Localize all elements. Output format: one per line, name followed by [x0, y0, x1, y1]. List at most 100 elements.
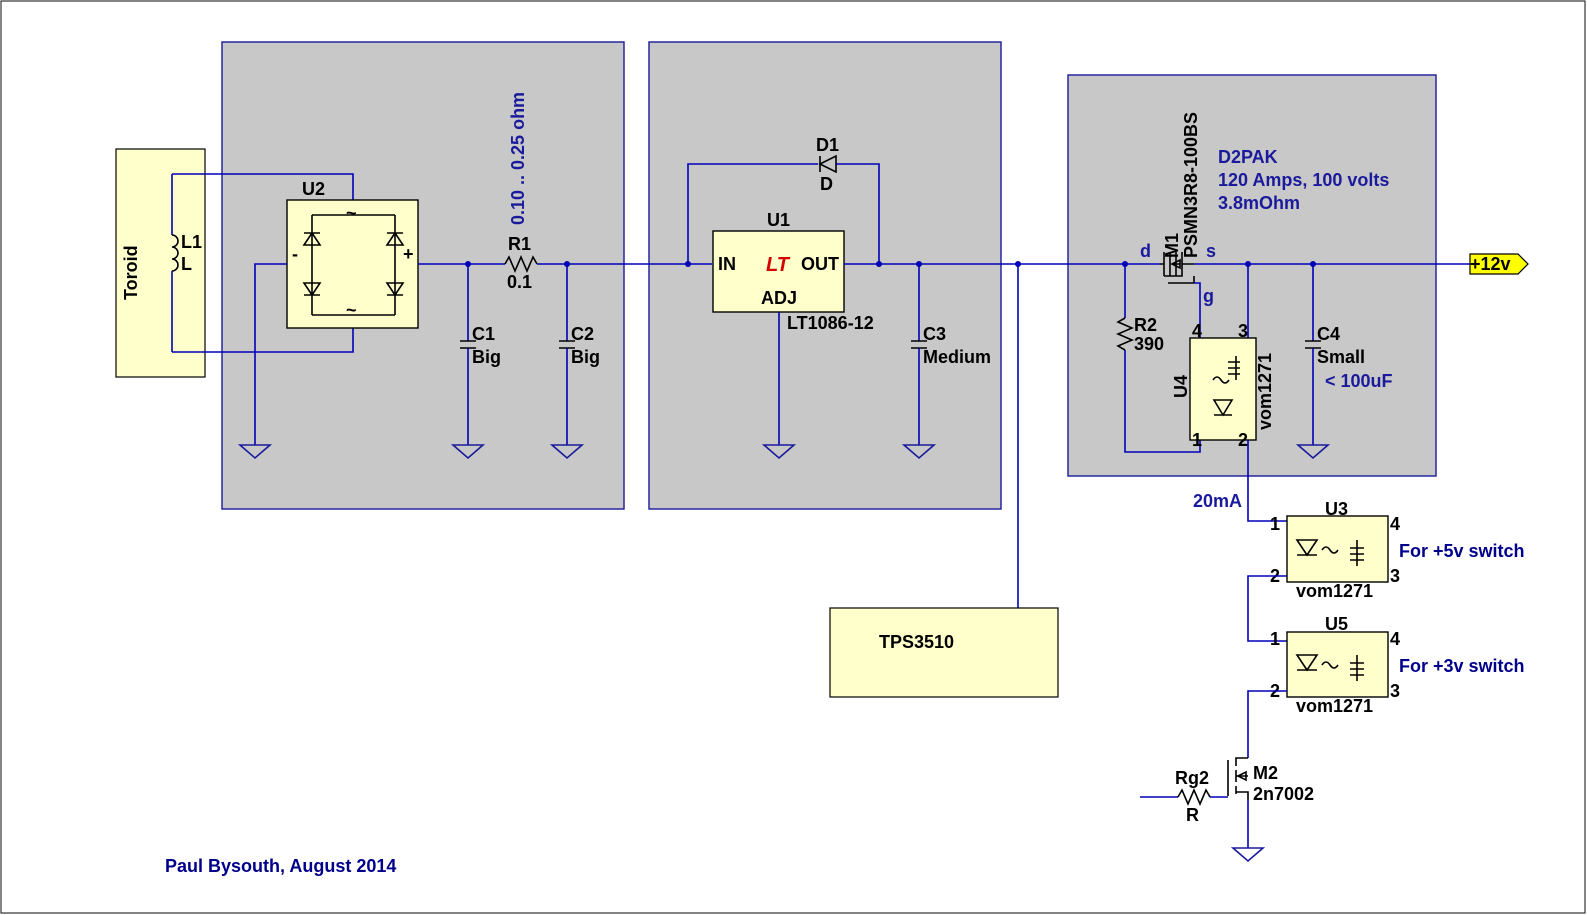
c1-ref: C1: [472, 324, 495, 344]
ground-symbol: [1295, 444, 1331, 460]
ground-symbol: [450, 444, 486, 460]
m1-gate: g: [1203, 286, 1214, 306]
regulator-u1[interactable]: U1 IN OUT ADJ LT LT1086-12: [712, 210, 874, 333]
m2-ref: M2: [1253, 763, 1278, 783]
u3-ref: U3: [1325, 499, 1348, 519]
wire-ac-top: [172, 173, 354, 200]
supervisor-tps3510[interactable]: TPS3510: [829, 607, 1059, 698]
inductor-l1[interactable]: L1 L: [171, 174, 202, 352]
u5-pin1: 1: [1270, 629, 1280, 649]
output-port-12v[interactable]: +12v: [1469, 253, 1529, 275]
inductor-ref: L1: [181, 232, 202, 252]
wire-u3-to-u5: [1247, 575, 1287, 642]
toroid-label: Toroid: [121, 245, 141, 300]
wire-r2-bottom: [1124, 350, 1201, 453]
m1-note-rating: 120 Amps, 100 volts: [1218, 170, 1389, 190]
capacitor-c1[interactable]: C1 Big: [460, 264, 501, 445]
u3-pin3: 3: [1390, 566, 1400, 586]
wire-gate: [1194, 282, 1201, 338]
c4-ref: C4: [1317, 324, 1340, 344]
u3-pin4: 4: [1390, 514, 1400, 534]
bridge-minus: -: [292, 244, 298, 264]
u4-part: vom1271: [1255, 353, 1275, 430]
inductor-value: L: [181, 254, 192, 274]
u5-pin3: 3: [1390, 681, 1400, 701]
c3-value: Medium: [923, 347, 991, 367]
c2-ref: C2: [571, 324, 594, 344]
c4-note: < 100uF: [1325, 371, 1393, 391]
output-port-label: +12v: [1470, 254, 1511, 274]
wire-u4-to-u3: [1247, 440, 1287, 522]
d1-value: D: [820, 174, 833, 194]
u3-part: vom1271: [1296, 581, 1373, 601]
junction-dot: [564, 261, 570, 267]
capacitor-c2[interactable]: C2 Big: [559, 264, 600, 445]
r2-ref: R2: [1134, 315, 1157, 335]
junction-dot: [916, 261, 922, 267]
u5-ref: U5: [1325, 614, 1348, 634]
bridge-plus: +: [403, 244, 414, 264]
current-label: 20mA: [1193, 491, 1242, 511]
tps3510-label: TPS3510: [879, 632, 954, 652]
m1-source: s: [1206, 241, 1216, 261]
bridge-rectifier-u2[interactable]: U2 ~ ~ - +: [286, 179, 419, 329]
u4-pin4: 4: [1192, 321, 1202, 341]
u5-note: For +3v switch: [1399, 656, 1525, 676]
wire-u5-to-m2: [1247, 690, 1287, 758]
m1-note-package: D2PAK: [1218, 147, 1278, 167]
u4-ref: U4: [1171, 375, 1191, 398]
rectifier-block: [221, 41, 625, 510]
u1-out: OUT: [801, 254, 839, 274]
junction-dot: [1015, 261, 1021, 267]
r2-value: 390: [1134, 334, 1164, 354]
u4-pin2: 2: [1238, 430, 1248, 450]
m1-note-rds: 3.8mOhm: [1218, 193, 1300, 213]
ground-symbol: [901, 444, 937, 460]
wire-bridge-minus: [254, 263, 287, 445]
c1-value: Big: [472, 347, 501, 367]
c2-value: Big: [571, 347, 600, 367]
wire-ac-bottom: [172, 328, 354, 353]
u1-part: LT1086-12: [787, 313, 874, 333]
capacitor-c3[interactable]: C3 Medium: [911, 264, 991, 445]
toroid-component[interactable]: Toroid: [115, 148, 206, 378]
u1-ref: U1: [767, 210, 790, 230]
resistor-r2[interactable]: R2 390: [1115, 315, 1164, 354]
ground-symbol: [761, 444, 797, 460]
optocoupler-u4[interactable]: 4 3 1 2 U4 vom1271: [1171, 321, 1275, 450]
lt-logo: LT: [766, 254, 791, 276]
u4-pin3: 3: [1238, 321, 1248, 341]
u5-pin4: 4: [1390, 629, 1400, 649]
rg2-ref: Rg2: [1175, 768, 1209, 788]
m2-part: 2n7002: [1253, 784, 1314, 804]
bridge-ac-bottom: ~: [346, 300, 357, 320]
ground-symbol: [1230, 847, 1266, 863]
u1-adj: ADJ: [761, 288, 797, 308]
capacitor-c4[interactable]: C4 Small: [1305, 264, 1365, 445]
c4-value: Small: [1317, 347, 1365, 367]
bridge-ac-top: ~: [346, 203, 357, 223]
m1-drain: d: [1140, 241, 1151, 261]
diode-d1[interactable]: D1 D: [816, 135, 839, 194]
r1-value: 0.1: [507, 272, 532, 292]
wire-d1-right: [836, 163, 880, 264]
junction-dot: [685, 261, 691, 267]
resistor-r1[interactable]: R1 0.1 0.10 .. 0.25 ohm: [504, 92, 538, 292]
u5-part: vom1271: [1296, 696, 1373, 716]
ground-symbol: [237, 444, 273, 460]
mosfet-m2[interactable]: M2 2n7002: [1227, 757, 1314, 848]
u3-pin1: 1: [1270, 514, 1280, 534]
m1-part: PSMN3R8-100BS: [1181, 112, 1201, 258]
author-credit: Paul Bysouth, August 2014: [165, 856, 396, 876]
optocoupler-u5[interactable]: U5 1 2 4 3 vom1271: [1270, 614, 1400, 716]
r1-ref: R1: [508, 234, 531, 254]
resistor-rg2[interactable]: Rg2 R: [1175, 768, 1211, 825]
u4-pin1: 1: [1192, 430, 1202, 450]
mosfet-m1[interactable]: d s g M1 PSMN3R8-100BS: [1140, 112, 1470, 306]
junction-dot: [465, 261, 471, 267]
u3-note: For +5v switch: [1399, 541, 1525, 561]
ground-symbol: [549, 444, 585, 460]
r1-note: 0.10 .. 0.25 ohm: [508, 92, 528, 225]
u1-in: IN: [718, 254, 736, 274]
